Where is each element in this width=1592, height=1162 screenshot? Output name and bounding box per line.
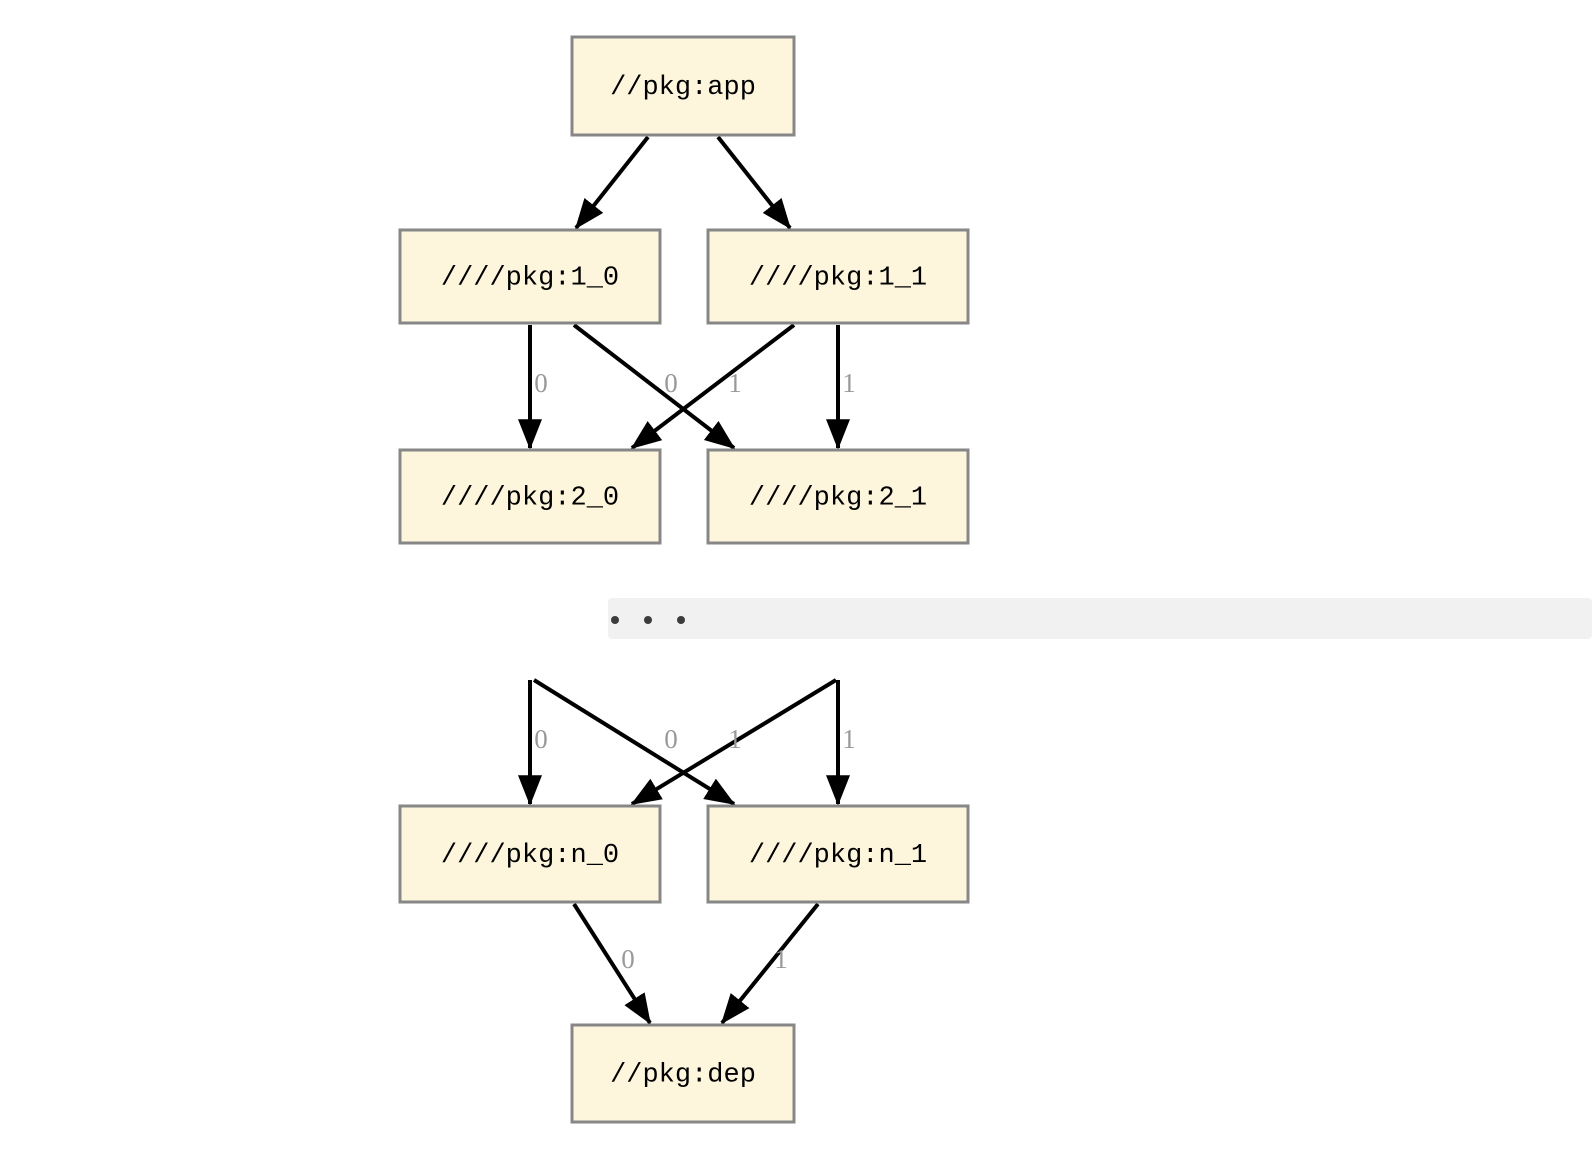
edge-label-e-cut2-n_1: 0 xyxy=(664,724,678,754)
ellipsis-section xyxy=(608,598,1592,639)
ellipsis-band xyxy=(608,598,1592,639)
node-box-dep[interactable] xyxy=(570,1023,796,1124)
node-label-n_1: ////pkg:n_1 xyxy=(749,841,927,871)
node-label-2_0: ////pkg:2_0 xyxy=(441,484,619,514)
edges-layer xyxy=(518,135,850,1025)
node-box-app[interactable] xyxy=(570,35,796,137)
node-box-2_0[interactable] xyxy=(398,448,662,545)
node-2_0[interactable]: ////pkg:2_0 xyxy=(398,448,662,545)
edge-labels-layer: 0 0 1 1 0 0 1 1 0 1 xyxy=(534,368,856,974)
node-box-n_1[interactable] xyxy=(706,804,970,904)
node-label-1_1: ////pkg:1_1 xyxy=(749,264,927,294)
edge-e-n_0-dep xyxy=(572,902,652,1025)
ellipsis-dot-2 xyxy=(677,616,685,624)
node-box-2_1[interactable] xyxy=(706,448,970,545)
node-app[interactable]: //pkg:app xyxy=(570,35,796,137)
edge-label-e-1_1-2_0: 1 xyxy=(728,368,742,398)
node-box-1_0[interactable] xyxy=(398,228,662,325)
edge-label-e-n_0-dep: 0 xyxy=(621,944,635,974)
edge-e-app-1_1 xyxy=(716,135,792,230)
edge-label-e-cut-n_0: 0 xyxy=(534,724,548,754)
edge-e-app-1_0 xyxy=(574,135,650,230)
node-n_0[interactable]: ////pkg:n_0 xyxy=(398,804,662,904)
edge-label-e-1_0-2_0: 0 xyxy=(534,368,548,398)
edge-label-e-cut3-n_0: 1 xyxy=(728,724,742,754)
node-1_0[interactable]: ////pkg:1_0 xyxy=(398,228,662,325)
edge-e-1_1-2_0 xyxy=(630,323,796,450)
edge-e-cut3-n_0 xyxy=(630,678,838,806)
node-dep[interactable]: //pkg:dep xyxy=(570,1023,796,1124)
node-n_1[interactable]: ////pkg:n_1 xyxy=(706,804,970,904)
edge-e-cut2-n_1 xyxy=(532,678,736,806)
edge-label-e-1_1-2_1: 1 xyxy=(842,368,856,398)
node-label-dep: //pkg:dep xyxy=(610,1061,756,1091)
node-box-1_1[interactable] xyxy=(706,228,970,325)
node-2_1[interactable]: ////pkg:2_1 xyxy=(706,448,970,545)
edge-label-e-n_1-dep: 1 xyxy=(774,944,788,974)
node-1_1[interactable]: ////pkg:1_1 xyxy=(706,228,970,325)
nodes-layer: //pkg:app ////pkg:1_0 ////pkg:1_1 ////pkg:2… xyxy=(398,35,970,1124)
ellipsis-dot-0 xyxy=(611,616,619,624)
edge-label-e-cut4-n_1: 1 xyxy=(842,724,856,754)
node-label-1_0: ////pkg:1_0 xyxy=(441,264,619,294)
ellipsis-dot-1 xyxy=(644,616,652,624)
edge-label-e-1_0-2_1: 0 xyxy=(664,368,678,398)
edge-e-1_0-2_1 xyxy=(572,323,736,450)
node-label-app: //pkg:app xyxy=(610,73,756,103)
node-label-2_1: ////pkg:2_1 xyxy=(749,484,927,514)
edge-e-n_1-dep xyxy=(720,902,820,1025)
node-box-n_0[interactable] xyxy=(398,804,662,904)
node-label-n_0: ////pkg:n_0 xyxy=(441,841,619,871)
